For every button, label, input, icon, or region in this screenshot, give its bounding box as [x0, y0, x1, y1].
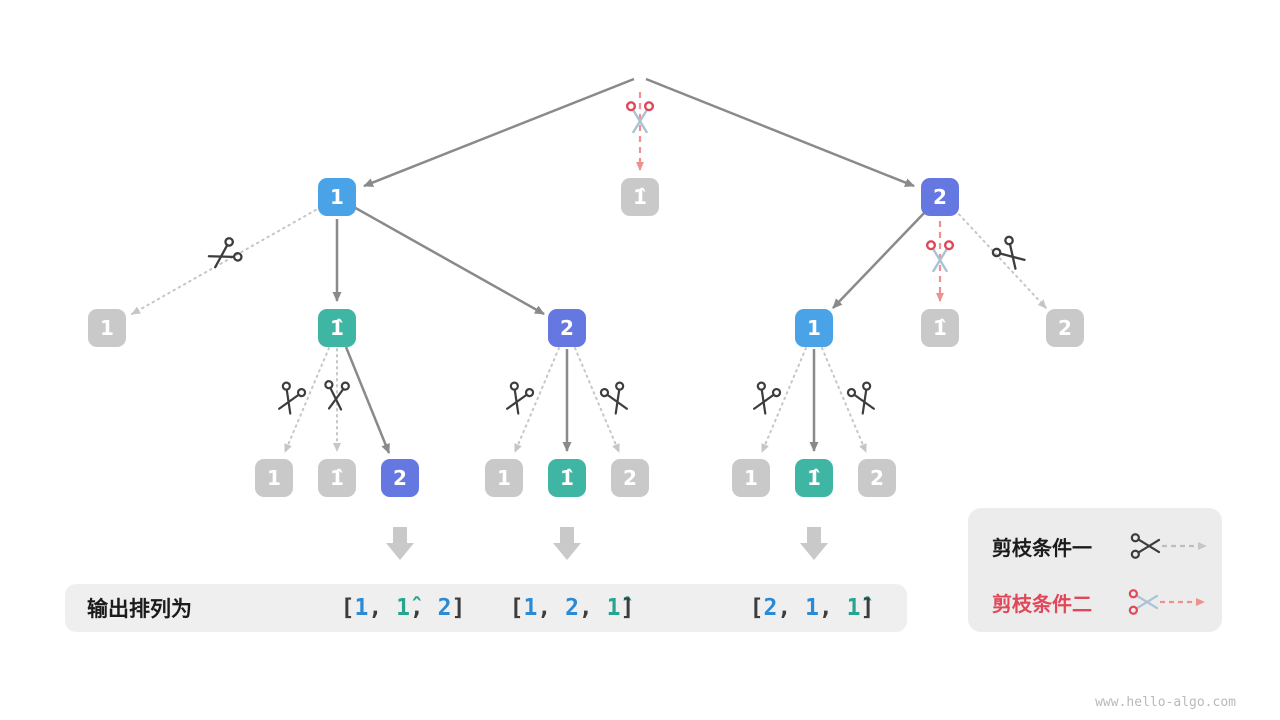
scissors-icon: [598, 380, 634, 417]
perm-value: 1̂: [846, 595, 861, 621]
bracket: [: [749, 595, 764, 621]
comma: ,: [777, 595, 806, 621]
perm-value: 1: [805, 595, 819, 621]
tree-node: 1: [732, 459, 770, 497]
tree-node: 2: [858, 459, 896, 497]
legend-prune-condition-2: 剪枝条件二: [992, 592, 1092, 616]
scissors-icon: [500, 380, 536, 417]
down-arrow-icon: [800, 527, 828, 560]
tree-node: 1̂: [548, 459, 586, 497]
output-bar: 输出排列为 [1, 1̂, 2] [1, 2, 1̂] [2, 1, 1̂]: [65, 584, 907, 632]
tree-node: 2: [611, 459, 649, 497]
tree-node: 1: [318, 178, 356, 216]
bracket: ]: [860, 595, 875, 621]
down-arrow-icon: [553, 527, 581, 560]
legend-icons: [1128, 533, 1207, 615]
tree-node: 1̂: [921, 309, 959, 347]
comma: ,: [578, 595, 607, 621]
comma: ,: [537, 595, 566, 621]
permutation-result-3: [2, 1, 1̂]: [750, 584, 875, 632]
scissors-condition-2: [625, 101, 955, 273]
perm-value: 1: [523, 595, 538, 621]
comma: ,: [818, 595, 847, 621]
down-arrow-icon: [386, 527, 414, 560]
perm-value: 1: [354, 595, 369, 621]
pruned-red-edges: [636, 92, 944, 302]
scissors-icon: [845, 380, 881, 417]
tree-node: 2: [548, 309, 586, 347]
watermark: www.hello-algo.com: [1095, 695, 1236, 710]
bracket: ]: [451, 595, 466, 621]
perm-value: 2: [763, 595, 778, 621]
tree-node: 1̂: [318, 459, 356, 497]
permutation-result-2: [1, 2, 1̂]: [510, 584, 635, 632]
tree-node: 1̂: [795, 459, 833, 497]
output-title: 输出排列为: [87, 597, 192, 621]
tree-node: 1: [88, 309, 126, 347]
scissors-icon: [747, 380, 783, 417]
tree-node: 1: [255, 459, 293, 497]
scissors-icon: [272, 380, 308, 417]
perm-value: 1̂: [396, 595, 410, 621]
permutation-result-1: [1, 1̂, 2]: [341, 584, 466, 632]
tree-node: 1: [795, 309, 833, 347]
tree-node: 1: [485, 459, 523, 497]
perm-value: 2: [565, 595, 579, 621]
bracket: [: [340, 595, 355, 621]
perm-value: 2: [437, 595, 452, 621]
comma: ,: [409, 595, 438, 621]
bracket: [: [509, 595, 524, 621]
solid-edges: [332, 77, 928, 454]
output-arrows: [386, 527, 828, 560]
tree-node: 2: [1046, 309, 1084, 347]
comma: ,: [368, 595, 397, 621]
legend-box: 剪枝条件一 剪枝条件二: [968, 508, 1222, 632]
tree-node: 2: [921, 178, 959, 216]
tree-node: 1̂: [318, 309, 356, 347]
red-scissors-icon: [1128, 589, 1159, 615]
pruned-dotted-edges: [131, 206, 1047, 453]
bracket: ]: [620, 595, 635, 621]
perm-value: 1̂: [606, 595, 621, 621]
scissors-icon: [1130, 533, 1161, 559]
legend-prune-condition-1: 剪枝条件一: [992, 536, 1092, 560]
tree-node: 2: [381, 459, 419, 497]
tree-node: 1̂: [621, 178, 659, 216]
